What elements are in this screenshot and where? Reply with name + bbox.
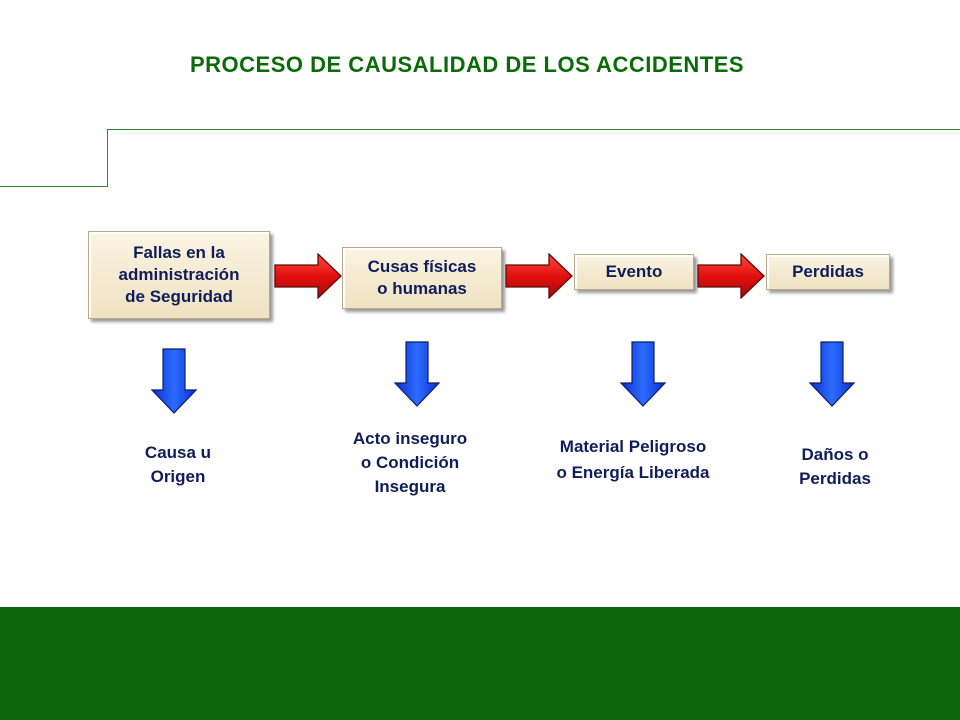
footer-band [0, 607, 960, 720]
right-arrow-icon [697, 253, 765, 299]
down-arrow-icon [151, 348, 197, 414]
down-arrow-icon [809, 341, 855, 407]
result-label-material-peligroso: Material Peligroso o Energía Liberada [556, 437, 710, 482]
result-label-causa-origen: Causa u Origen [144, 443, 212, 486]
decorative-line-left [0, 186, 108, 187]
right-arrow-icon [274, 253, 342, 299]
process-box-perdidas: Perdidas [766, 254, 890, 290]
down-arrow-icon [620, 341, 666, 407]
result-label-danos-perdidas: Daños o Perdidas [799, 445, 871, 488]
process-box-evento: Evento [574, 254, 694, 290]
down-arrow-icon [394, 341, 440, 407]
decorative-line-top [108, 129, 960, 130]
right-arrow-icon [505, 253, 573, 299]
result-label-acto-inseguro: Acto inseguro o Condición Insegura [352, 429, 468, 496]
decorative-line-vertical [107, 129, 108, 187]
process-box-causas-fisicas: Cusas físicas o humanas [342, 247, 502, 309]
process-box-fallas-administracion: Fallas en la administración de Seguridad [88, 231, 270, 319]
page-title: PROCESO DE CAUSALIDAD DE LOS ACCIDENTES [190, 52, 745, 77]
